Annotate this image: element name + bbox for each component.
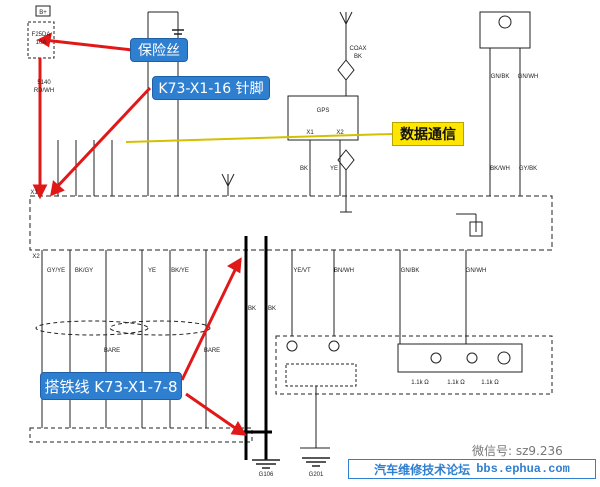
ground-point-1: G106: [259, 472, 274, 478]
twisted-pair-left: [35, 320, 149, 336]
fuse-box-label-frame: [35, 5, 51, 17]
button-wire-1: YE/VT: [293, 268, 311, 274]
ground-wire-2: BK: [268, 306, 276, 312]
ground-icon: [252, 459, 280, 469]
ground-wire-1: BK: [248, 306, 256, 312]
resistor-2: 1.1k Ω: [447, 380, 465, 386]
fuse-id: F25DA: [32, 32, 51, 38]
button-wire-4: GN/WH: [466, 268, 487, 274]
mic-wire-1: GN/BK: [491, 74, 510, 80]
mic-wire-4: GY/BK: [519, 166, 537, 172]
button-assembly: [275, 335, 553, 395]
gps-module-box: [287, 95, 359, 141]
speaker-wire-1: GY/YE: [47, 268, 65, 274]
wechat-watermark: 微信号: sz9.236: [472, 444, 563, 458]
resistor-component: [469, 221, 483, 237]
ground-wires: [240, 236, 272, 460]
antenna-icon: [339, 11, 353, 30]
fuse-callout: 保险丝: [130, 38, 188, 62]
mic-wire-3: BK/WH: [490, 166, 510, 172]
microphone-frame: [479, 11, 531, 49]
module-pin-x2: X2: [32, 254, 40, 260]
connector-callout: K73-X1-16 针脚: [152, 76, 270, 100]
fuse-circuit: 5140: [37, 80, 51, 86]
twisted-pair-middle: [109, 320, 211, 336]
data-comm-pointer: [125, 133, 393, 143]
module-outline: [29, 195, 553, 251]
resistor-1: 1.1k Ω: [411, 380, 429, 386]
gps-pin-1: X1: [306, 130, 314, 136]
mic-wire-2: GN/WH: [518, 74, 539, 80]
ground-point-2: G201: [309, 472, 324, 478]
ground-icon: [302, 457, 330, 467]
resistor-ladder-frame: [397, 343, 523, 373]
ground-icon: [172, 29, 184, 35]
speaker-wire-6: BARE: [204, 348, 220, 354]
gps-pin-2: X2: [336, 130, 344, 136]
gps-wire-2: YE: [330, 166, 338, 172]
speaker-wire-2: BK/GY: [75, 268, 93, 274]
forum-watermark: 汽车维修技术论坛 bbs.ephua.com: [348, 459, 596, 479]
fuse-rating: 10A: [36, 40, 47, 46]
coax-connector-top: [337, 59, 355, 81]
antenna-color: BK: [354, 54, 362, 60]
data-comm-callout: 数据通信: [392, 122, 464, 146]
button-wire-2: BN/WH: [334, 268, 354, 274]
gps-wire-1: BK: [300, 166, 308, 172]
module-antenna-icon: [221, 173, 235, 196]
lamp-box: [285, 363, 357, 387]
red-arrows: [32, 32, 247, 436]
forum-name: 汽车维修技术论坛: [374, 462, 471, 477]
gps-label: GPS: [317, 108, 330, 114]
module-pin-x1: X1: [30, 190, 38, 196]
ground-symbols: [172, 29, 330, 469]
speaker-connector: [29, 427, 253, 443]
resistor-3: 1.1k Ω: [481, 380, 499, 386]
ground-callout: 搭铁线 K73-X1-7-8: [40, 372, 182, 400]
speaker-wire-3: BARE: [104, 348, 120, 354]
fuse-wire: RD/WH: [34, 88, 54, 94]
forum-url: bbs.ephua.com: [476, 462, 570, 476]
speaker-wire-5: BK/YE: [171, 268, 189, 274]
button-wire-3: GN/BK: [401, 268, 420, 274]
fuse-box-label: B+: [39, 10, 47, 16]
antenna-wire: COAX: [349, 46, 366, 52]
speaker-wire-4: YE: [148, 268, 156, 274]
